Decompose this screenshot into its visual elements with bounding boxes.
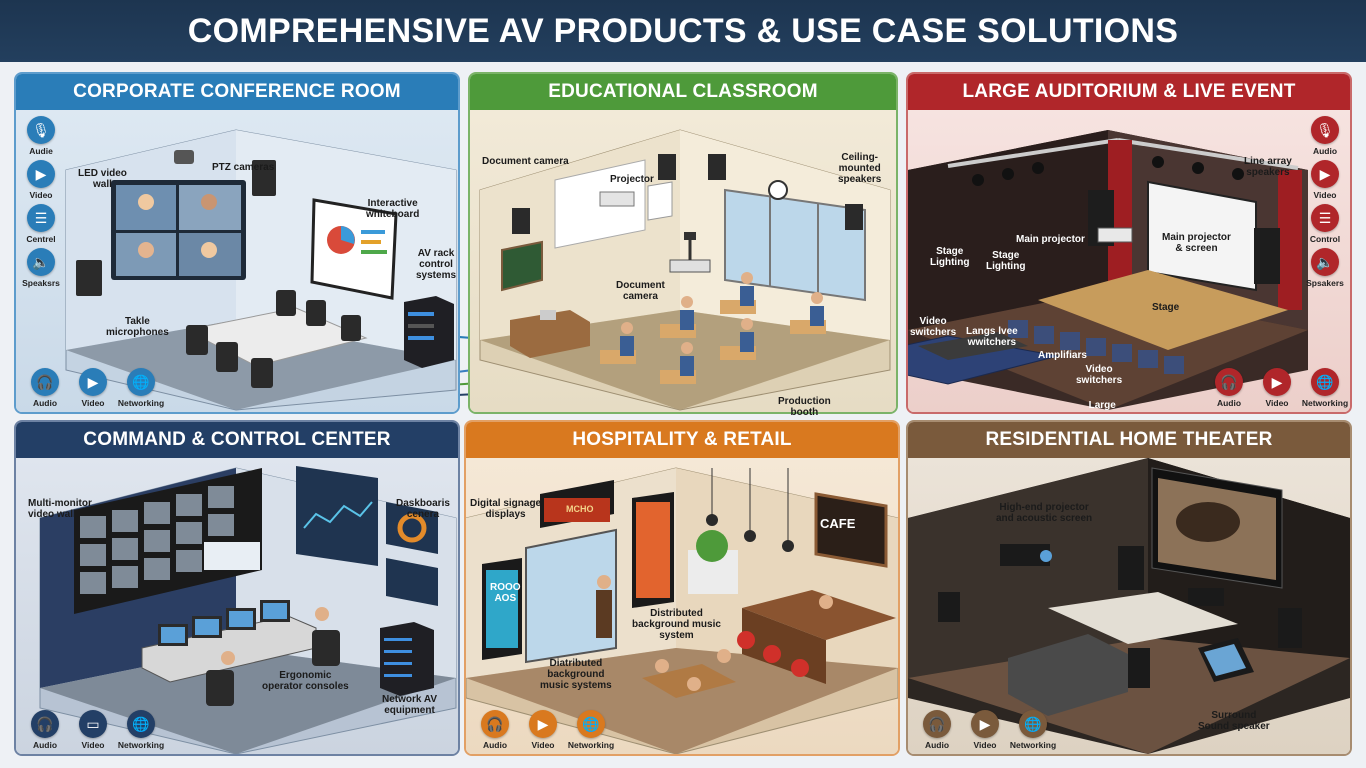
panel-header: CORPORATE CONFERENCE ROOM xyxy=(16,74,458,110)
panel-auditorium: LARGE AUDITORIUM & LIVE EVENT xyxy=(906,72,1352,414)
side-icon-video: ▶Video xyxy=(22,160,60,200)
microphone-icon: 🎙 xyxy=(1311,116,1339,144)
side-icon-control: ☰Centrel xyxy=(22,204,60,244)
auditorium-side-icons: 🎙Audio ▶Video ☰Control 🔈Spsakers xyxy=(1306,116,1344,288)
label-stage: Stage xyxy=(1152,302,1180,313)
speaker-icon: 🔈 xyxy=(27,248,55,276)
panel-residential: RESIDENTIAL HOME THEATER xyxy=(906,420,1352,756)
auditorium-bottom-icons: 🎧Audio ▶Video 🌐Networking xyxy=(1210,368,1348,408)
headphones-icon: 🎧 xyxy=(1215,368,1243,396)
education-scene: Document camera Projector Ceiling-mounte… xyxy=(470,110,896,412)
camera-icon: ▶ xyxy=(1311,160,1339,188)
panel-hospitality: HOSPITALITY & RETAIL xyxy=(464,420,900,756)
panel-header: LARGE AUDITORIUM & LIVE EVENT xyxy=(908,74,1350,110)
camera-icon: ▶ xyxy=(1263,368,1291,396)
label-amplifiers: Amplifiars xyxy=(1038,350,1087,361)
command-bottom-icons: 🎧Audio ▭Video 🌐Networking xyxy=(26,710,164,750)
headphones-icon: 🎧 xyxy=(923,710,951,738)
label-projector: Projector xyxy=(610,174,654,185)
corporate-side-icons: 🎙Audie ▶Video ☰Centrel 🔈Speaksrs xyxy=(22,116,60,288)
panel-corporate: CORPORATE CONFERENCE ROOM xyxy=(14,72,460,414)
panel-command: COMMAND & CONTROL CENTER xyxy=(14,420,460,756)
control-panel-icon: ☰ xyxy=(27,204,55,232)
page-title: COMPREHENSIVE AV PRODUCTS & USE CASE SOL… xyxy=(0,0,1366,62)
headphones-icon: 🎧 xyxy=(481,710,509,738)
command-center-illustration xyxy=(39,466,457,754)
auditorium-illustration xyxy=(908,130,1308,410)
play-icon: ▶ xyxy=(529,710,557,738)
camera-icon: ▶ xyxy=(27,160,55,188)
label-doc-cam-top: Document camera xyxy=(482,156,569,167)
label-projector-screen: Main projector& screen xyxy=(1162,232,1231,254)
globe-icon: 🌐 xyxy=(1311,368,1339,396)
headphones-icon: 🎧 xyxy=(31,368,59,396)
panel-education: EDUCATIONAL CLASSROOM xyxy=(468,72,898,414)
home-theater-illustration xyxy=(908,458,1350,754)
panel-header: EDUCATIONAL CLASSROOM xyxy=(470,74,896,110)
label-large-consoles: Largeconsoers xyxy=(1080,400,1124,412)
hospitality-illustration xyxy=(466,467,898,754)
hospitality-bottom-icons: 🎧Audio ▶Video 🌐Networking xyxy=(476,710,614,750)
microphone-icon: 🎙 xyxy=(27,116,55,144)
corporate-room-illustration xyxy=(65,129,457,411)
label-menu: MCHO xyxy=(566,504,594,514)
globe-icon: 🌐 xyxy=(127,368,155,396)
monitor-icon: ▭ xyxy=(79,710,107,738)
panel-header: COMMAND & CONTROL CENTER xyxy=(16,422,458,458)
label-cafe: CAFE xyxy=(820,516,856,531)
corporate-bottom-icons: 🎧Audio ▶Video 🌐Networking xyxy=(26,368,164,408)
label-ptz: PTZ cameras xyxy=(212,162,275,173)
label-main-projector: Main projector xyxy=(1016,234,1085,245)
side-icon-audio: 🎙Audie xyxy=(22,116,60,156)
play-icon: ▶ xyxy=(971,710,999,738)
control-panel-icon: ☰ xyxy=(1311,204,1339,232)
panel-header: RESIDENTIAL HOME THEATER xyxy=(908,422,1350,458)
side-icon-speakers: 🔈Speaksrs xyxy=(22,248,60,288)
residential-bottom-icons: 🎧Audio ▶Video 🌐Networking xyxy=(918,710,1056,750)
globe-icon: 🌐 xyxy=(1019,710,1047,738)
speaker-icon: 🔈 xyxy=(1311,248,1339,276)
camera-icon: ▶ xyxy=(79,368,107,396)
panel-header: HOSPITALITY & RETAIL xyxy=(466,422,898,458)
classroom-illustration xyxy=(479,129,891,411)
globe-icon: 🌐 xyxy=(577,710,605,738)
globe-icon: 🌐 xyxy=(127,710,155,738)
headphones-icon: 🎧 xyxy=(31,710,59,738)
